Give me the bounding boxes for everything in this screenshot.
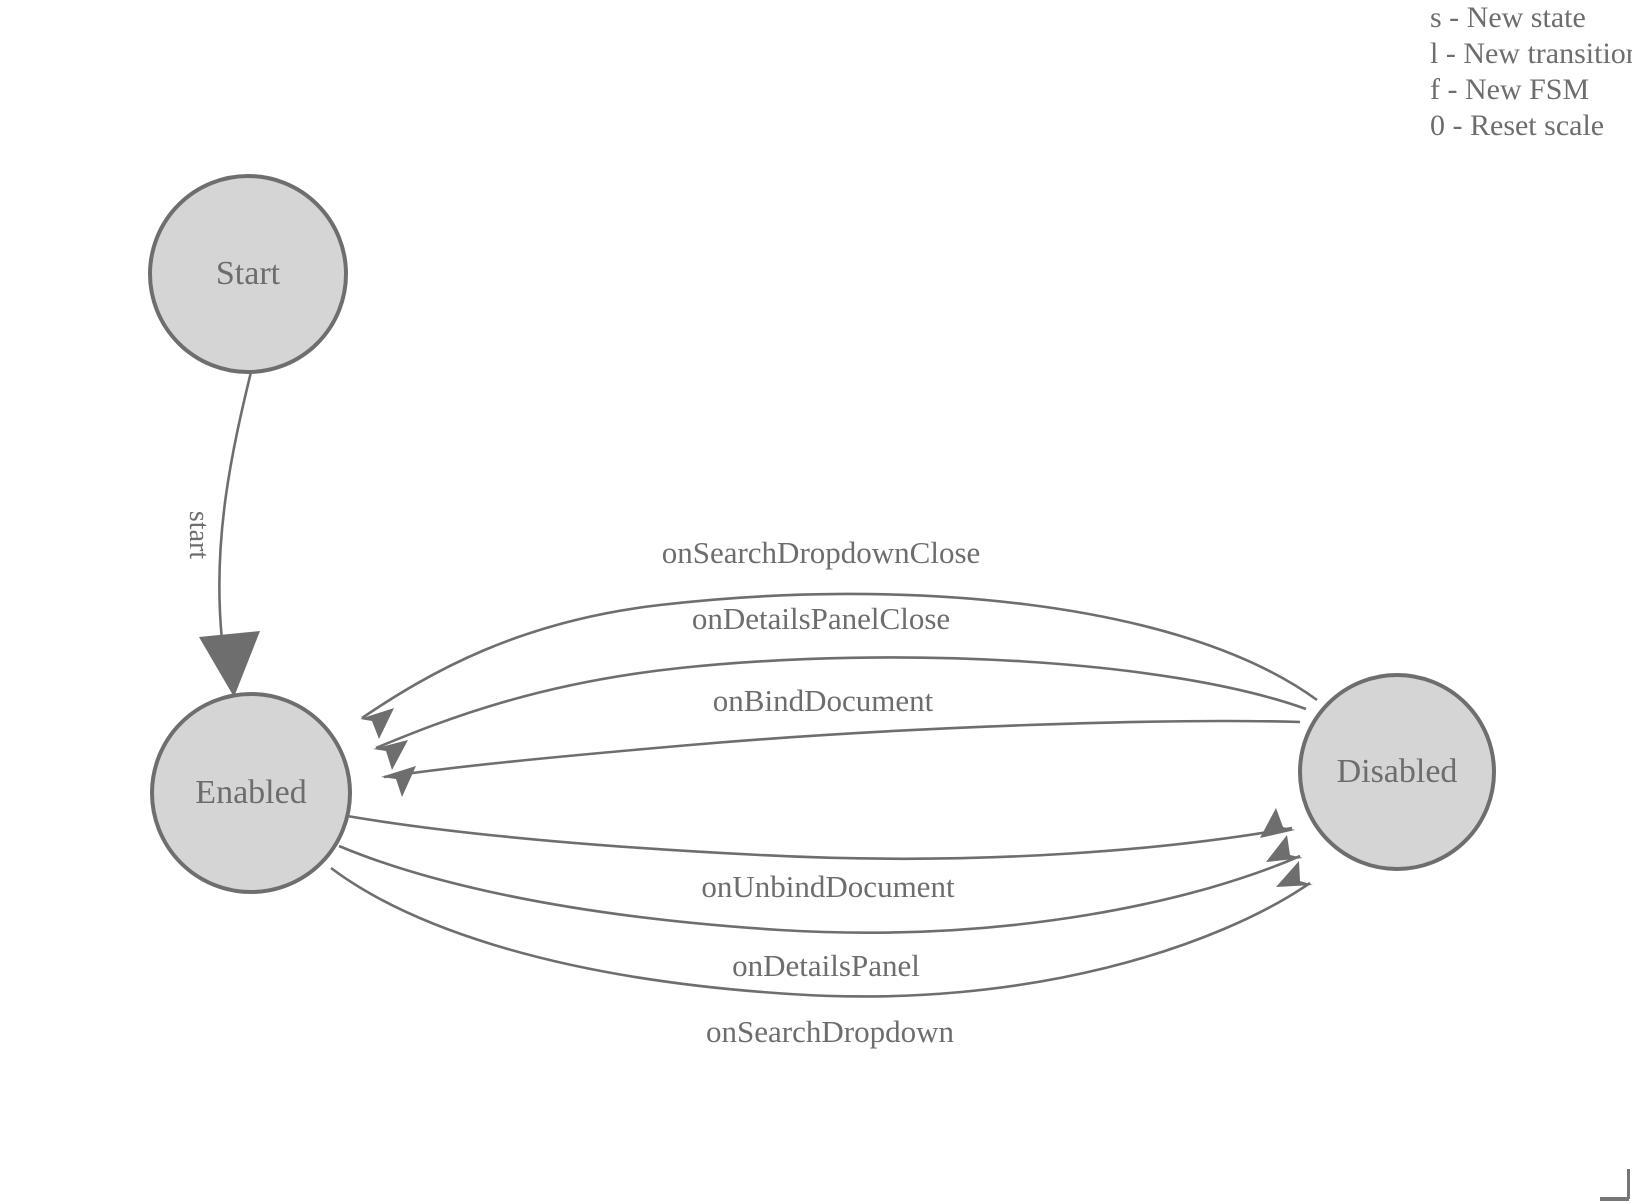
transition-curve[interactable] [375, 656, 1307, 750]
state-circle[interactable] [150, 692, 352, 894]
transition-onUnbindDocument[interactable] [346, 808, 1295, 861]
state-node-disabled[interactable]: Disabled [1298, 673, 1496, 871]
help-line-new-transition: l - New transition [1430, 37, 1632, 70]
transition-curve[interactable] [361, 592, 1318, 720]
transition-curve[interactable] [218, 371, 253, 641]
transition-label-onBindDocument: onBindDocument [713, 683, 934, 718]
transition-curve[interactable] [338, 844, 1301, 934]
help-line-new-state: s - New state [1430, 1, 1586, 34]
transition-label-onUnbindDocument: onUnbindDocument [701, 869, 955, 904]
horizontal-scrollbar[interactable] [1600, 1197, 1629, 1201]
keyboard-shortcuts-help: s - New state l - New transition f - New… [1430, 0, 1632, 150]
arrowhead-icon [373, 740, 408, 770]
state-node-enabled[interactable]: Enabled [150, 692, 352, 894]
transition-curve[interactable] [330, 866, 1311, 998]
help-line-reset-scale: 0 - Reset scale [1430, 109, 1605, 142]
arrowhead-icon [1276, 861, 1313, 887]
transition-label-onDetailsPanel: onDetailsPanel [732, 948, 920, 983]
transition-onDetailsPanelClose[interactable] [373, 656, 1307, 770]
state-label-enabled: Enabled [195, 774, 306, 811]
transition-start[interactable] [199, 371, 260, 697]
transition-curve[interactable] [383, 719, 1301, 779]
transition-label-start: start [183, 511, 214, 559]
arrowhead-icon [381, 766, 416, 797]
transition-onDetailsPanel[interactable] [338, 835, 1303, 934]
transition-label-onSearchDropdownClose: onSearchDropdownClose [662, 535, 981, 570]
transition-onSearchDropdown[interactable] [330, 861, 1313, 998]
state-node-start[interactable]: Start [148, 174, 348, 374]
help-line-new-fsm: f - New FSM [1430, 73, 1590, 106]
transition-label-onSearchDropdown: onSearchDropdown [706, 1014, 954, 1049]
vertical-scrollbar[interactable] [1627, 1169, 1630, 1199]
transition-curve[interactable] [346, 814, 1293, 861]
state-label-start: Start [216, 255, 281, 292]
state-circle[interactable] [1298, 673, 1496, 871]
transition-onSearchDropdownClose[interactable] [360, 592, 1318, 739]
state-label-disabled: Disabled [1337, 753, 1458, 790]
arrowhead-icon [1260, 808, 1295, 838]
transition-label-onDetailsPanelClose: onDetailsPanelClose [692, 601, 950, 636]
transition-onBindDocument[interactable] [381, 719, 1301, 797]
arrowhead-icon [360, 708, 394, 739]
arrowhead-icon [199, 631, 260, 697]
arrowhead-icon [1266, 835, 1303, 862]
state-circle[interactable] [148, 174, 348, 374]
